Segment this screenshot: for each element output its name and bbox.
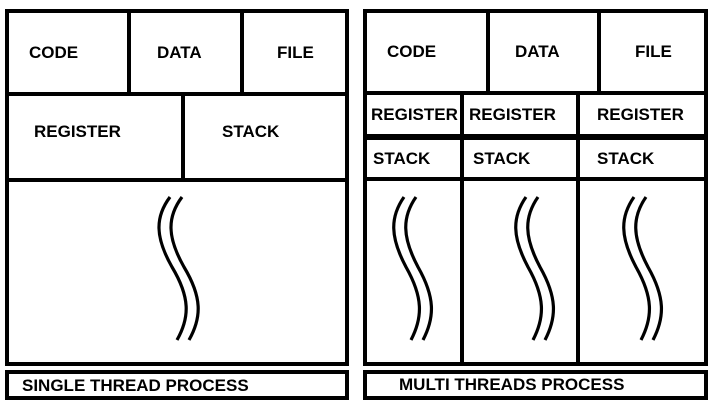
multi-data-section: [486, 9, 601, 95]
multi-caption-label: MULTI THREADS PROCESS: [399, 375, 625, 394]
single-code-section: [5, 9, 131, 96]
single-stack-section: [181, 92, 349, 182]
multi-caption-box: [363, 370, 708, 400]
single-register-section: [5, 92, 185, 182]
multi-thread-icon-1: [392, 196, 434, 341]
multi-stack-label-3: STACK: [597, 149, 655, 168]
single-thread-icon: [157, 196, 200, 341]
single-stack-label: STACK: [222, 122, 280, 141]
multi-stack-label-2: STACK: [473, 149, 531, 168]
single-caption-label: SINGLE THREAD PROCESS: [22, 376, 249, 395]
multi-register-section-2: [460, 91, 580, 138]
single-code-label: CODE: [29, 43, 79, 62]
multi-stack-section-3: [576, 136, 708, 181]
single-data-label: DATA: [157, 43, 202, 62]
multi-stack-label-1: STACK: [373, 149, 431, 168]
multi-register-label-1: REGISTER: [371, 105, 458, 124]
single-register-label: REGISTER: [34, 122, 121, 141]
multi-register-label-2: REGISTER: [469, 105, 556, 124]
multi-thread-icon-3: [622, 196, 664, 341]
single-caption-box: [5, 370, 349, 400]
multi-file-label: FILE: [635, 42, 672, 61]
multi-register-label-3: REGISTER: [597, 105, 684, 124]
multi-thread-icon-2: [514, 196, 556, 341]
single-file-label: FILE: [277, 43, 314, 62]
multi-data-label: DATA: [515, 42, 560, 61]
single-file-section: [240, 9, 349, 96]
multi-code-label: CODE: [387, 42, 437, 61]
